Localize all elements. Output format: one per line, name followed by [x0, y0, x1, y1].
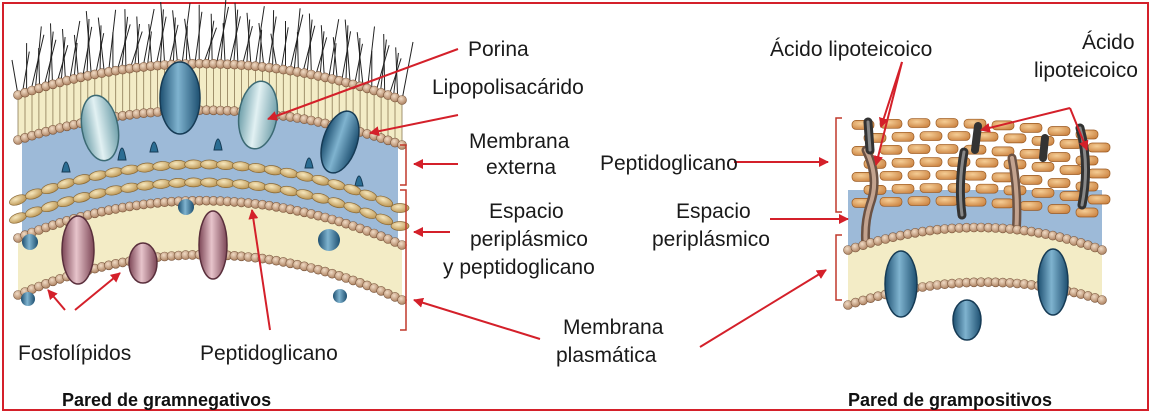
arrow-membrana-plasmatica-positive	[700, 270, 826, 347]
gp-membrane-protein-2	[1038, 249, 1068, 315]
membrane-protein-pink-3	[199, 211, 227, 279]
gram-positive-illustration	[844, 118, 1111, 340]
protein-sphere-4	[21, 292, 35, 306]
label-membrana-plasmatica-2: plasmática	[556, 344, 657, 367]
membrane-protein-pink-2	[129, 243, 157, 283]
label-lipopolisacarido: Lipopolisacárido	[432, 76, 584, 99]
arrow-membrana-plasmatica-negative	[414, 300, 540, 339]
protein-sphere	[22, 234, 38, 250]
protein-sphere-2	[318, 229, 340, 251]
label-peptidoglicano-negative: Peptidoglicano	[200, 342, 338, 365]
label-espacio-positive-2: periplásmico	[652, 228, 770, 251]
label-acido-2: lipoteicoico	[1034, 59, 1138, 82]
brackets	[400, 118, 842, 330]
label-fosfolipidos: Fosfolípidos	[18, 342, 131, 365]
shared-labels: Membrana plasmática	[556, 316, 664, 367]
label-espacio-2: periplásmico	[470, 228, 588, 251]
label-espacio-positive-1: Espacio	[676, 200, 751, 223]
gram-negative-illustration	[8, 0, 413, 306]
gp-membrane-protein-3	[953, 300, 981, 340]
label-membrana-externa-1: Membrana	[469, 130, 570, 153]
label-porina: Porina	[468, 38, 529, 61]
title-gram-positive: Pared de grampositivos	[848, 390, 1052, 410]
label-espacio-3: y peptidoglicano	[443, 256, 595, 279]
protein-sphere-3	[178, 199, 194, 215]
title-gram-negative: Pared de gramnegativos	[62, 390, 271, 410]
membrane-protein-pink	[62, 216, 94, 284]
label-acido-lipoteicoico: Ácido lipoteicoico	[770, 38, 932, 61]
arrow-fosfolipidos-1	[48, 290, 65, 310]
label-acido-1: Ácido	[1082, 31, 1135, 54]
label-membrana-externa-2: externa	[486, 156, 556, 179]
label-espacio-1: Espacio	[489, 200, 564, 223]
label-peptidoglicano-positive: Peptidoglicano	[600, 152, 738, 175]
outer-membrane-protein	[160, 62, 200, 134]
label-membrana-plasmatica-1: Membrana	[563, 316, 664, 339]
gp-membrane-protein	[885, 251, 917, 317]
protein-sphere-5	[333, 289, 347, 303]
